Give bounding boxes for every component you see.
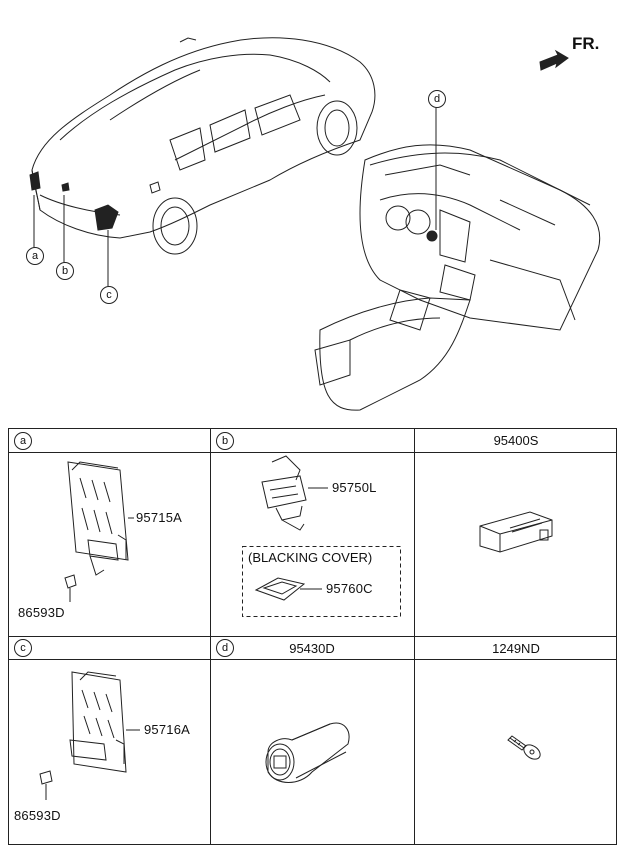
callout-a-marker: a [26,247,44,265]
callout-c-marker: c [100,286,118,304]
callout-b-marker: b [56,262,74,280]
part-label-95716A: 95716A [144,722,191,737]
part-95716A-drawing [39,671,140,800]
part-label-95715A: 95715A [136,510,183,525]
part-95715A-drawing [64,461,134,602]
front-direction-label: FR. [572,34,600,53]
header-part-1249ND: 1249ND [492,641,540,656]
blacking-cover-label: (BLACKING COVER) [248,550,373,565]
part-95750L-drawing [261,455,328,531]
part-1249ND-drawing [507,735,541,760]
part-95400S-drawing [479,511,553,553]
callout-d-marker: d [428,90,446,108]
part-label-86593D-a: 86593D [18,605,65,620]
dashboard-drawing [314,144,601,411]
part-95430D-drawing [265,722,350,783]
header-callout-a: a [14,432,32,450]
overview-illustration [29,37,601,411]
header-callout-b: b [216,432,234,450]
front-arrow [539,49,569,71]
part-95760C-drawing [254,577,322,601]
header-callout-c: c [14,639,32,657]
header-part-95430D: 95430D [289,641,335,656]
header-part-95400S: 95400S [493,433,539,448]
part-label-95760C: 95760C [326,581,373,596]
part-label-86593D-c: 86593D [14,808,61,823]
part-label-95750L: 95750L [332,480,377,495]
car-drawing [29,37,376,255]
header-callout-d: d [216,639,234,657]
